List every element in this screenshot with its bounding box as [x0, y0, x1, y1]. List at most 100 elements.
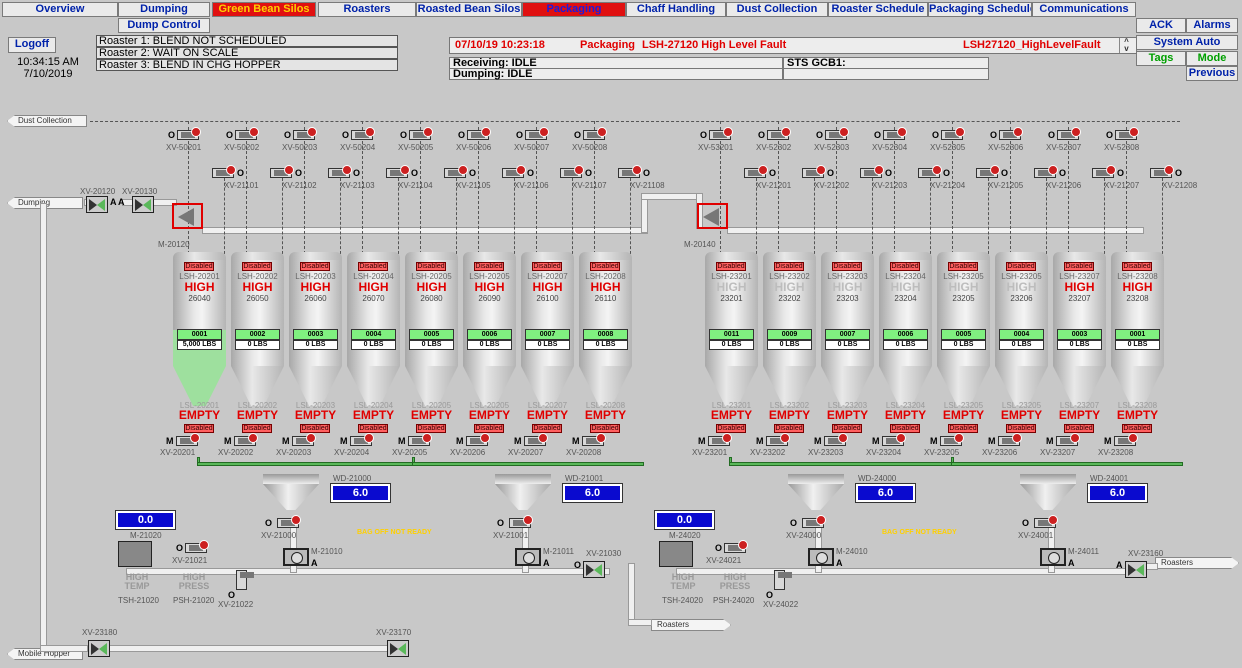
diverter-xv-20130[interactable] [132, 196, 154, 213]
bagger-motor[interactable] [283, 548, 309, 566]
valve-xv-21106[interactable] [502, 165, 526, 178]
lsl-label: LSL-20207 [527, 401, 568, 410]
logoff-button[interactable]: Logoff [8, 37, 56, 53]
valve-xv-20203[interactable] [292, 433, 316, 446]
valve-xv-23202[interactable] [766, 433, 790, 446]
hopper-discharge-valve[interactable] [1034, 515, 1058, 528]
alarm-scroll-icon[interactable]: ^v [1119, 38, 1133, 53]
valve-xv-50205[interactable] [409, 127, 433, 140]
bagger-motor[interactable] [808, 548, 834, 566]
valve-xv-52304[interactable] [883, 127, 907, 140]
diverter-xv-20120[interactable] [86, 196, 108, 213]
valve-xv-24022[interactable] [774, 570, 792, 590]
weigh-hopper[interactable] [263, 474, 319, 512]
previous-button[interactable]: Previous [1186, 66, 1238, 81]
conveyor-m-20140[interactable] [697, 203, 728, 229]
roasters-link-right[interactable]: Roasters [1155, 557, 1239, 569]
weigh-hopper[interactable] [495, 474, 551, 512]
valve-xv-50206[interactable] [467, 127, 491, 140]
weigh-hopper[interactable] [1020, 474, 1076, 512]
valve-xv-52303[interactable] [825, 127, 849, 140]
valve-xv-20201[interactable] [176, 433, 200, 446]
roasters-link-bottom[interactable]: Roasters [651, 619, 731, 631]
valve-xv-23208[interactable] [1114, 433, 1138, 446]
valve-xv-24021[interactable] [724, 540, 748, 553]
hopper-discharge-valve[interactable] [509, 515, 533, 528]
valve-xv-21101[interactable] [212, 165, 236, 178]
valve-xv-21204[interactable] [918, 165, 942, 178]
valve-xv-50201[interactable] [177, 127, 201, 140]
valve-xv-21108[interactable] [618, 165, 642, 178]
hopper-discharge-valve[interactable] [802, 515, 826, 528]
valve-xv-21103[interactable] [328, 165, 352, 178]
valve-xv-52305[interactable] [941, 127, 965, 140]
valve-xv-50204[interactable] [351, 127, 375, 140]
valve-xv-23203[interactable] [824, 433, 848, 446]
valve-xv-20204[interactable] [350, 433, 374, 446]
blower-m-24020-icon[interactable] [659, 541, 693, 567]
valve-xv-21105[interactable] [444, 165, 468, 178]
tab-green-bean-silos[interactable]: Green Bean Silos [212, 2, 316, 17]
mode-button[interactable]: Mode [1186, 51, 1238, 66]
tab-overview[interactable]: Overview [2, 2, 118, 17]
valve-xv-21102[interactable] [270, 165, 294, 178]
valve-xv-52302[interactable] [767, 127, 791, 140]
valve-xv-21203[interactable] [860, 165, 884, 178]
valve-xv-21201[interactable] [744, 165, 768, 178]
valve-xv-52308[interactable] [1115, 127, 1139, 140]
valve-xv-21022[interactable] [236, 570, 254, 590]
diverter-xv-21030[interactable] [583, 561, 605, 578]
alarm-banner[interactable]: 07/10/19 10:23:18 Packaging LSH-27120 Hi… [449, 37, 1137, 54]
valve-xv-23207[interactable] [1056, 433, 1080, 446]
dump-control-button[interactable]: Dump Control [118, 18, 210, 33]
valve-xv-21205[interactable] [976, 165, 1000, 178]
system-auto-button[interactable]: System Auto [1136, 35, 1238, 50]
valve-xv-23205[interactable] [940, 433, 964, 446]
bagger-motor[interactable] [515, 548, 541, 566]
valve-xv-50208[interactable] [583, 127, 607, 140]
tab-dumping[interactable]: Dumping [118, 2, 210, 17]
blower-m-21020-icon[interactable] [118, 541, 152, 567]
valve-xv-20207[interactable] [524, 433, 548, 446]
tab-dust-collection[interactable]: Dust Collection [726, 2, 828, 17]
valve-xv-50207[interactable] [525, 127, 549, 140]
valve-xv-21206[interactable] [1034, 165, 1058, 178]
dust-collection-link[interactable]: Dust Collection [7, 115, 87, 127]
tab-communications[interactable]: Communications [1032, 2, 1136, 17]
valve-xv-21207[interactable] [1092, 165, 1116, 178]
tags-button[interactable]: Tags [1136, 51, 1186, 66]
diverter-xv-23160[interactable] [1125, 561, 1147, 578]
valve-xv-21021[interactable] [185, 540, 209, 553]
valve-xv-21208[interactable] [1150, 165, 1174, 178]
valve-xv-20206[interactable] [466, 433, 490, 446]
tab-roaster-schedule[interactable]: Roaster Schedule [828, 2, 928, 17]
valve-xv-23204[interactable] [882, 433, 906, 446]
diverter-xv-23180[interactable] [88, 640, 110, 657]
ack-button[interactable]: ACK [1136, 18, 1186, 33]
valve-xv-50203[interactable] [293, 127, 317, 140]
tab-roasters[interactable]: Roasters [318, 2, 416, 17]
silo-cone [405, 366, 458, 406]
valve-xv-20202[interactable] [234, 433, 258, 446]
valve-xv-21202[interactable] [802, 165, 826, 178]
valve-xv-52307[interactable] [1057, 127, 1081, 140]
tab-packaging-schedule[interactable]: Packaging Schedule [928, 2, 1032, 17]
diverter-xv-23170[interactable] [387, 640, 409, 657]
hopper-discharge-valve[interactable] [277, 515, 301, 528]
valve-xv-23201[interactable] [708, 433, 732, 446]
tab-roasted-bean-silos[interactable]: Roasted Bean Silos [416, 2, 522, 17]
valve-xv-20208[interactable] [582, 433, 606, 446]
valve-xv-53201[interactable] [709, 127, 733, 140]
valve-xv-52306[interactable] [999, 127, 1023, 140]
valve-xv-50202[interactable] [235, 127, 259, 140]
valve-xv-21107[interactable] [560, 165, 584, 178]
bagger-motor[interactable] [1040, 548, 1066, 566]
valve-xv-20205[interactable] [408, 433, 432, 446]
tab-chaff-handling[interactable]: Chaff Handling [626, 2, 726, 17]
valve-xv-21104[interactable] [386, 165, 410, 178]
alarms-button[interactable]: Alarms [1186, 18, 1238, 33]
conveyor-m-20120[interactable] [172, 203, 203, 229]
tab-packaging[interactable]: Packaging [522, 2, 626, 17]
valve-xv-23206[interactable] [998, 433, 1022, 446]
weigh-hopper[interactable] [788, 474, 844, 512]
